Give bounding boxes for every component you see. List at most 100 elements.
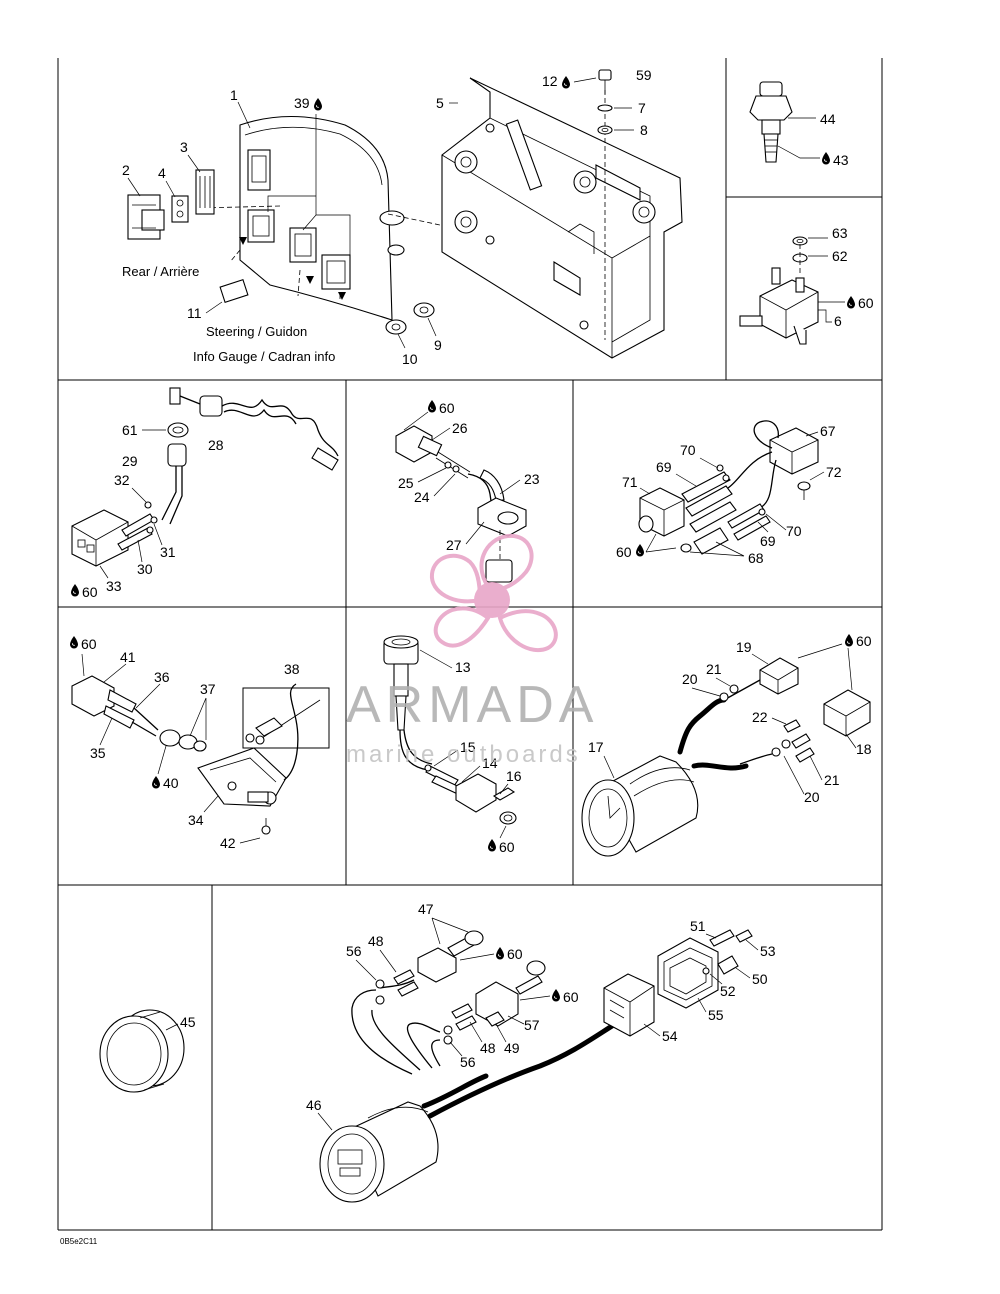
callout-18: 18 bbox=[856, 741, 872, 757]
callout-56: 56 bbox=[346, 943, 362, 959]
lubricant-drop-icon bbox=[151, 775, 161, 789]
lubricant-drop-icon bbox=[427, 399, 437, 413]
callout-37: 37 bbox=[200, 681, 216, 697]
callout-40: 40 bbox=[163, 775, 179, 791]
watermark-brand: ARMADA bbox=[346, 676, 598, 734]
lubricant-drop-icon bbox=[846, 295, 856, 309]
callout-48: 48 bbox=[368, 933, 384, 949]
lubricant-drop-icon bbox=[70, 583, 80, 597]
callout-63: 63 bbox=[832, 225, 848, 241]
callout-4: 4 bbox=[158, 165, 166, 181]
callout-29: 29 bbox=[122, 453, 138, 469]
inset-frame bbox=[242, 687, 330, 749]
caption-rear: Rear / Arrière bbox=[122, 264, 199, 279]
lubricant-drop-icon bbox=[635, 543, 645, 557]
lubricant-drop-icon bbox=[551, 988, 561, 1002]
callout-69: 69 bbox=[656, 459, 672, 475]
callout-38: 38 bbox=[284, 661, 300, 677]
callout-70: 70 bbox=[786, 523, 802, 539]
lubricant-drop-icon bbox=[495, 946, 505, 960]
callout-31: 31 bbox=[160, 544, 176, 560]
callout-36: 36 bbox=[154, 669, 170, 685]
callout-12: 12 bbox=[542, 73, 558, 89]
grommets-9-10 bbox=[385, 302, 435, 335]
bolt-washers-7-8-12 bbox=[597, 69, 613, 135]
lubricant-drop-icon bbox=[69, 635, 79, 649]
lubricant-drop-icon bbox=[844, 633, 854, 647]
callout-35: 35 bbox=[90, 745, 106, 761]
callout-52: 52 bbox=[720, 983, 736, 999]
callout-16: 16 bbox=[506, 768, 522, 784]
callout-33: 33 bbox=[106, 578, 122, 594]
switch-block bbox=[127, 169, 346, 304]
callout-27: 27 bbox=[446, 537, 462, 553]
trim-sender-harness: 61 28 29 32 31 30 60 33 bbox=[70, 387, 339, 600]
callout-53: 53 bbox=[760, 943, 776, 959]
callout-60: 60 bbox=[82, 584, 98, 600]
callout-14: 14 bbox=[482, 755, 498, 771]
callout-25: 25 bbox=[398, 475, 414, 491]
trim-sensor-assembly: 60 41 36 37 38 35 40 34 42 bbox=[69, 635, 330, 851]
callout-62: 62 bbox=[832, 248, 848, 264]
caption-info-gauge: Info Gauge / Cadran info bbox=[193, 349, 335, 364]
callout-60: 60 bbox=[81, 636, 97, 652]
callout-32: 32 bbox=[114, 472, 130, 488]
callout-30: 30 bbox=[137, 561, 153, 577]
gauge-17-harness: 19 60 21 20 22 18 17 21 20 bbox=[581, 633, 872, 857]
callout-60: 60 bbox=[499, 839, 515, 855]
callout-51: 51 bbox=[690, 918, 706, 934]
lubricant-drop-icon bbox=[821, 151, 831, 165]
callout-44: 44 bbox=[820, 111, 836, 127]
callout-59: 59 bbox=[636, 67, 652, 83]
callout-23: 23 bbox=[524, 471, 540, 487]
dash-panel-assembly bbox=[199, 116, 441, 321]
callout-56: 56 bbox=[460, 1054, 476, 1070]
drawing-code: 0B5e2C11 bbox=[60, 1237, 98, 1246]
callout-3: 3 bbox=[180, 139, 188, 155]
callout-48: 48 bbox=[480, 1040, 496, 1056]
callout-67: 67 bbox=[820, 423, 836, 439]
callout-60: 60 bbox=[563, 989, 579, 1005]
callout-60: 60 bbox=[616, 544, 632, 560]
callout-8: 8 bbox=[640, 122, 648, 138]
callout-17: 17 bbox=[588, 739, 604, 755]
callout-60: 60 bbox=[507, 946, 523, 962]
callout-9: 9 bbox=[434, 337, 442, 353]
callout-2: 2 bbox=[122, 162, 130, 178]
callout-60: 60 bbox=[858, 295, 874, 311]
callout-1: 1 bbox=[230, 87, 238, 103]
callout-61: 61 bbox=[122, 422, 138, 438]
panel-grid bbox=[57, 58, 883, 1231]
callout-69: 69 bbox=[760, 533, 776, 549]
mounting-bracket bbox=[441, 77, 683, 359]
info-gauge-harness: 47 56 48 60 60 57 48 49 56 54 55 51 53 5… bbox=[306, 901, 776, 1203]
callout-72: 72 bbox=[826, 464, 842, 480]
callout-28: 28 bbox=[208, 437, 224, 453]
bezel-ring-45: 45 bbox=[99, 1009, 196, 1093]
callout-68: 68 bbox=[748, 550, 764, 566]
panel-1-labels: 1 2 3 4 39 5 12 59 7 8 Rear / Arrière 11… bbox=[122, 67, 652, 367]
callout-70: 70 bbox=[680, 442, 696, 458]
callout-20: 20 bbox=[682, 671, 698, 687]
callout-24: 24 bbox=[414, 489, 430, 505]
callout-13: 13 bbox=[455, 659, 471, 675]
callout-47: 47 bbox=[418, 901, 434, 917]
armada-watermark: ARMADA marine outboards bbox=[346, 533, 598, 768]
lubricant-drop-icon bbox=[561, 75, 571, 89]
callout-22: 22 bbox=[752, 709, 768, 725]
speed-sensor-harness: 60 26 25 24 23 27 bbox=[395, 399, 540, 583]
callout-5: 5 bbox=[436, 95, 444, 111]
watermark-tagline: marine outboards bbox=[346, 741, 581, 768]
sender-44: 44 43 bbox=[749, 81, 849, 168]
caption-steering: Steering / Guidon bbox=[206, 324, 307, 339]
callout-55: 55 bbox=[708, 1007, 724, 1023]
callout-34: 34 bbox=[188, 812, 204, 828]
module-harness: 67 70 69 72 71 69 70 60 68 bbox=[616, 420, 842, 566]
callout-19: 19 bbox=[736, 639, 752, 655]
callout-39: 39 bbox=[294, 95, 310, 111]
callout-43: 43 bbox=[833, 152, 849, 168]
callout-57: 57 bbox=[524, 1017, 540, 1033]
callout-54: 54 bbox=[662, 1028, 678, 1044]
temp-sender-harness: 13 15 14 16 60 bbox=[383, 635, 522, 855]
